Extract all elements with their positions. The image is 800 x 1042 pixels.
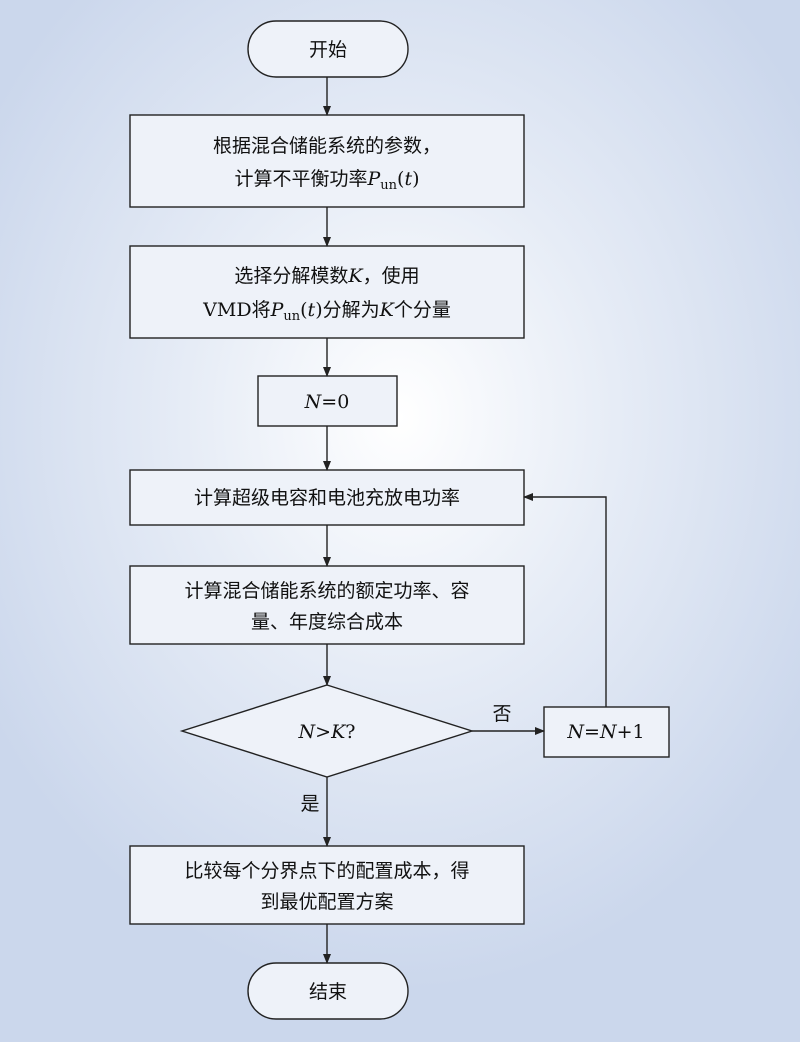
increment-n-box: N=N+1 xyxy=(543,706,670,758)
start-node: 开始 xyxy=(247,20,409,78)
start-label: 开始 xyxy=(309,39,347,61)
compute-rating-cost-box: 计算混合储能系统的额定功率、容 量、年度综合成本 xyxy=(129,565,525,645)
rating-line1: 计算混合储能系统的额定功率、容 xyxy=(184,580,469,602)
end-node: 结束 xyxy=(247,962,409,1020)
params-line1: 根据混合储能系统的参数， xyxy=(213,135,441,157)
init-n-label: N=0 xyxy=(304,391,350,413)
compare-line1: 比较每个分界点下的配置成本，得 xyxy=(184,860,469,882)
compare-line2: 到最优配置方案 xyxy=(260,891,393,913)
decompose-line2: VMD将Pun(t)分解为K个分量 xyxy=(202,299,451,324)
edge-label-yes: 是 xyxy=(300,793,319,815)
decompose-line1: 选择分解模数K，使用 xyxy=(234,265,419,287)
init-n-box: N=0 xyxy=(257,375,398,427)
params-line2: 计算不平衡功率Pun(t) xyxy=(234,168,419,193)
rating-line2: 量、年度综合成本 xyxy=(251,611,403,633)
increment-label: N=N+1 xyxy=(566,721,644,743)
decision-label: N>K? xyxy=(298,721,356,743)
compare-config-cost-box: 比较每个分界点下的配置成本，得 到最优配置方案 xyxy=(129,845,525,925)
edge-label-no: 否 xyxy=(492,703,511,725)
vmd-decompose-box: 选择分解模数K，使用 VMD将Pun(t)分解为K个分量 xyxy=(129,245,525,339)
compute-charge-power-box: 计算超级电容和电池充放电功率 xyxy=(129,469,525,526)
decision-diamond: N>K? xyxy=(179,684,475,778)
end-label: 结束 xyxy=(309,981,347,1003)
compute-unbalanced-power-box: 根据混合储能系统的参数， 计算不平衡功率Pun(t) xyxy=(129,114,525,208)
arrow-increment-loop-back xyxy=(523,493,607,707)
compute-power-label: 计算超级电容和电池充放电功率 xyxy=(194,487,460,509)
